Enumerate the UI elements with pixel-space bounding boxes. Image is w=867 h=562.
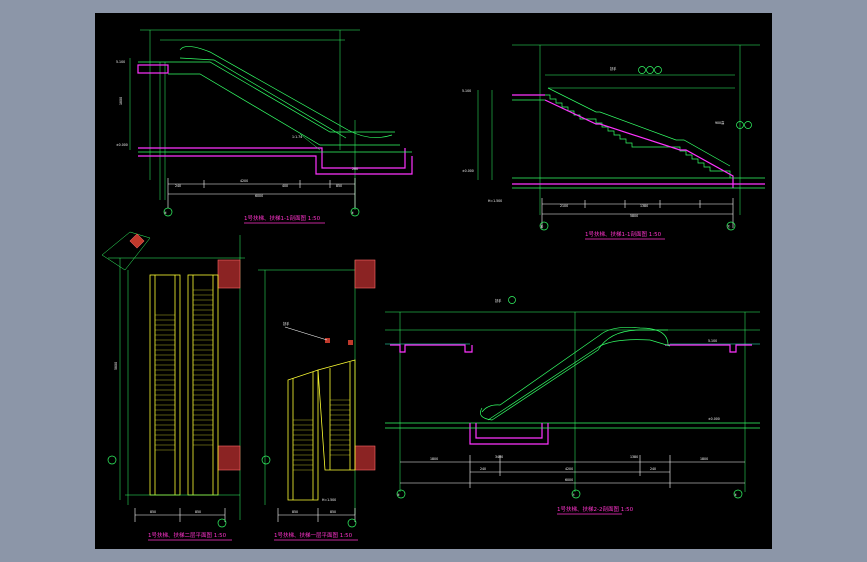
slope-note: 1:1.74: [292, 135, 302, 139]
bottom-note: 扶手: [495, 298, 502, 303]
bottom-dim-4: 240: [650, 467, 656, 471]
note-handrail: 扶手: [610, 66, 617, 71]
title-section-bottom: 1号扶梯、扶梯2-2剖面图 1:50: [557, 505, 634, 513]
section-bottom: 1800 240 4200 240 1800 6000 3400 1380 5.…: [385, 296, 760, 515]
plan-mid-note: 扶手: [283, 321, 290, 326]
bottom-dim-2: 240: [480, 467, 486, 471]
dim-d1: 1800: [119, 97, 123, 105]
axis-tag-e: Ⓔ: [540, 224, 544, 229]
dim-d5: 200: [352, 167, 358, 171]
plan-left: 850 850 5800 1号扶梯、扶梯二层平面图 1:50: [101, 231, 245, 541]
axis-tag-bottom-c: ⑦: [572, 493, 575, 497]
drawing-canvas[interactable]: [95, 13, 772, 549]
bottom-dim-1: 1800: [430, 457, 438, 461]
title-section-top-left: 1号扶梯、扶梯1-1剖面图 1:50: [244, 214, 321, 222]
plan-mid-elev: H=1.500: [322, 498, 336, 502]
dim-d8: 850: [336, 184, 342, 188]
plan-mid: 扶手 850 850 H=1.500 1号扶梯、扶梯一层平面图 1:50: [258, 259, 376, 541]
plan-left-dim-1: 850: [150, 510, 156, 514]
axis-tag-b: ⑧: [351, 211, 354, 215]
bottom-dim-6: 6000: [565, 478, 573, 482]
bottom-elev-upper: 5.100: [708, 339, 717, 343]
elev-top-right-lower: ±0.000: [462, 169, 474, 173]
title-section-top-right: 1号扶梯、扶梯1-1剖面图 1:50: [585, 230, 662, 238]
bottom-dim-3: 4200: [565, 467, 573, 471]
section-top-left: 240 4200 400 850 6000 5.100 ±0.000 200 1…: [116, 29, 413, 224]
axis-tag-bottom-a: ⑥: [397, 493, 400, 497]
elev-n5: 5.100: [116, 60, 125, 64]
dim-d10: 5800: [630, 214, 638, 218]
note-height: 900高: [715, 120, 724, 125]
dim-d3: 4200: [240, 179, 248, 183]
bottom-dim-7: 3400: [495, 455, 503, 459]
plan-left-dim-3: 5800: [114, 362, 118, 370]
title-plan-left: 1号扶梯、扶梯二层平面图 1:50: [148, 531, 227, 539]
bottom-elev-lower: ±0.000: [708, 417, 720, 421]
dim-d11: 240: [175, 184, 181, 188]
bottom-dim-5: 1800: [700, 457, 708, 461]
dim-d4: 6000: [255, 194, 263, 198]
axis-tag-a: ⑥: [164, 211, 167, 215]
dim-d9: 2100: [560, 204, 568, 208]
elev-h: H=1.500: [488, 199, 502, 203]
dim-d2: 400: [282, 184, 288, 188]
elev-n4: ±0.000: [116, 143, 128, 147]
plan-mid-dim-1: 850: [292, 510, 298, 514]
dim-d7: 1380: [640, 204, 648, 208]
title-plan-mid: 1号扶梯、扶梯一层平面图 1:50: [274, 531, 353, 539]
axis-tag-bottom-b: ⑧: [734, 493, 737, 497]
section-top-right: 2100 1380 5800 5.100 ±0.000 H=1.500 扶手 9…: [462, 44, 765, 240]
axis-tag-d: Ⓕ: [727, 224, 731, 229]
plan-mid-dim-2: 850: [330, 510, 336, 514]
bottom-dim-8: 1380: [630, 455, 638, 459]
plan-left-dim-2: 850: [195, 510, 201, 514]
elev-top-right-upper: 5.100: [462, 89, 471, 93]
